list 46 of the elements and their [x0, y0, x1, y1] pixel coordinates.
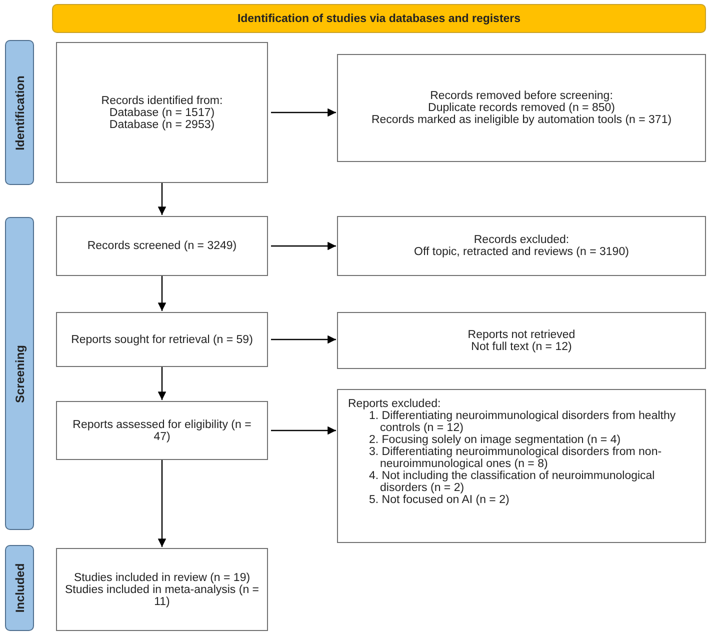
- arrow: [271, 426, 336, 435]
- section-header-band: [52, 4, 706, 33]
- box-text: Records identified from:: [101, 94, 223, 106]
- arrow: [158, 276, 166, 311]
- phase-bar: [5, 545, 34, 631]
- box-text: Duplicate records removed (n = 850): [428, 102, 615, 114]
- process-box: [56, 42, 268, 183]
- header-text: Identification of studies via databases and registers: [237, 12, 521, 24]
- process-box: [337, 216, 706, 276]
- phase-label: Identification: [12, 75, 26, 150]
- process-box: [56, 312, 268, 367]
- process-box: [337, 389, 706, 543]
- arrow: [271, 108, 336, 117]
- list-item: 1. Differentiating neuroimmunological disorders from healthy controls (n = 12): [368, 410, 677, 434]
- phase-bar: [5, 217, 34, 530]
- box-text: Studies included in review (n = 19): [74, 572, 250, 584]
- box-text: Records screened (n = 3249): [87, 240, 237, 252]
- box-text: Reports sought for retrieval (n = 59): [71, 334, 253, 346]
- box-text: Records removed before screening:: [430, 90, 613, 102]
- process-box: [56, 548, 268, 631]
- phase-bar: [5, 40, 34, 185]
- process-box: [56, 216, 268, 276]
- box-text: Reports not retrieved: [468, 328, 576, 340]
- box-text: Database (n = 2953): [109, 118, 215, 130]
- process-box: [56, 401, 268, 460]
- list-item: 2. Focusing solely on image segmentation (n = 4): [368, 434, 621, 446]
- phase-label: Screening: [12, 344, 26, 403]
- box-text: Off topic, retracted and reviews (n = 3190): [414, 246, 629, 258]
- list-item: 3. Differentiating neuroimmunological disorders from non-neuroimmunological ones (n = 8): [368, 446, 663, 470]
- process-box: [337, 54, 706, 162]
- arrow: [158, 460, 166, 547]
- box-text: Database (n = 1517): [109, 106, 215, 118]
- process-box: [337, 312, 706, 369]
- arrow: [271, 242, 336, 250]
- box-text: Reports assessed for eligibility (n = 47): [72, 418, 252, 442]
- box-text: Records excluded:: [474, 234, 570, 246]
- list-item: 4. Not including the classification of neuroimmunological disorders (n = 2): [368, 470, 656, 494]
- arrow: [271, 335, 336, 344]
- box-text: Records marked as ineligible by automation tools (n = 371): [371, 114, 672, 126]
- box-text: Studies included in meta-analysis (n = 11): [65, 584, 259, 608]
- box-text: Not full text (n = 12): [471, 340, 572, 352]
- arrow: [158, 367, 166, 400]
- box-text: Reports excluded:: [348, 398, 441, 410]
- phase-label: Included: [12, 563, 26, 613]
- list-item: 5. Not focused on AI (n = 2): [368, 494, 510, 506]
- arrow: [158, 183, 166, 215]
